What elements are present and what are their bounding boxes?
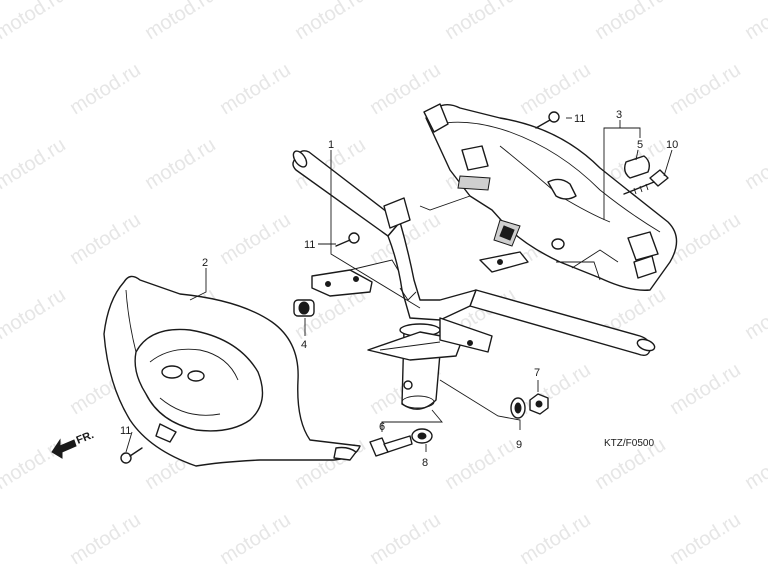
watermark-text: motod.ru [0,0,70,44]
bolt-6 [369,435,413,457]
watermark-text: motod.ru [666,359,745,419]
watermark-text: motod.ru [0,284,70,344]
callout-10: 10 [666,139,678,151]
screw-11-bottom [120,447,143,464]
washer-8 [411,428,433,444]
watermark-text: motod.ru [741,134,768,194]
watermark-text: motod.ru [216,509,295,569]
watermark-text: motod.ru [66,209,145,269]
callout-11-bottom: 11 [120,425,131,437]
watermark-text: motod.ru [666,209,745,269]
diagram-code: KTZ/F0500 [604,438,654,449]
watermark-text: motod.ru [516,359,595,419]
screw-11-top [535,111,560,129]
callout-3: 3 [616,109,622,121]
callout-5: 5 [637,139,643,151]
screw-11-mid [335,232,360,247]
callout-7: 7 [534,367,540,379]
watermark-text: motod.ru [66,509,145,569]
watermark-text: motod.ru [591,0,670,44]
handlebar-rear-cover [423,103,678,291]
callout-2: 2 [202,257,208,269]
watermark-text: motod.ru [141,0,220,44]
watermark-text: motod.ru [441,434,520,494]
callout-1: 1 [328,139,334,151]
watermark-text: motod.ru [516,509,595,569]
callout-4: 4 [301,339,307,351]
watermark-text: motod.ru [666,59,745,119]
front-indicator-text: FR. [75,429,96,447]
watermark-text: motod.ru [666,509,745,569]
screw-10 [623,169,669,195]
watermark-text: motod.ru [291,0,370,44]
handlebar-front-cover [103,275,361,467]
watermark-text: motod.ru [216,209,295,269]
watermark-text: motod.ru [66,59,145,119]
watermark-text: motod.ru [141,134,220,194]
callout-6: 6 [379,421,385,433]
callout-11-mid: 11 [304,239,315,251]
front-arrow: FR. [51,429,96,459]
nut-7 [529,393,549,415]
leader-lines [125,117,673,453]
callout-8: 8 [422,457,428,469]
watermark-text: motod.ru [366,509,445,569]
watermark-text: motod.ru [516,59,595,119]
callout-11-top: 11 [574,113,585,125]
watermark-text: motod.ru [216,59,295,119]
callout-9: 9 [516,439,522,451]
collar-9 [510,397,526,419]
watermark-text: motod.ru [741,434,768,494]
watermark-text: motod.ru [741,284,768,344]
watermark-text: motod.ru [441,0,520,44]
watermark-text: motod.ru [0,134,70,194]
grommet-4 [293,299,315,317]
cap-5 [623,155,651,179]
callouts: 1 2 3 4 5 6 7 8 9 10 11 11 11 [120,109,678,469]
handlebar-pipe [292,150,656,410]
watermark-text: motod.ru [741,0,768,44]
